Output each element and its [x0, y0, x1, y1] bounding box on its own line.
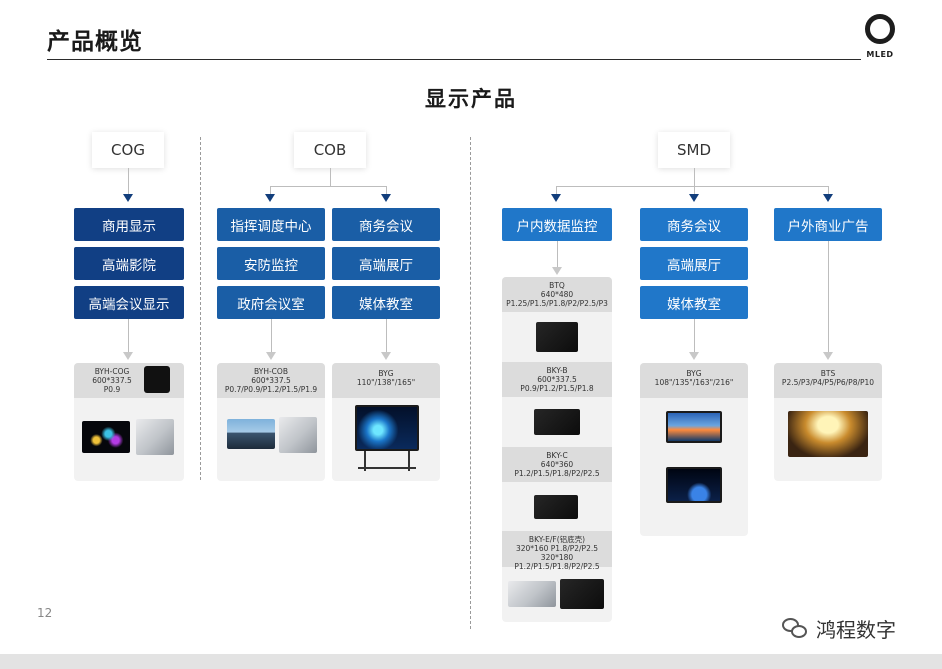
mled-logo-icon: MLED — [862, 14, 898, 62]
brand-name: 鸿程数字 — [816, 618, 896, 642]
product-image — [666, 467, 722, 503]
section-title: 显示产品 — [425, 87, 517, 111]
chip-icon — [144, 366, 170, 393]
arrow-down-icon — [381, 194, 391, 202]
connector — [694, 319, 695, 353]
connector — [694, 186, 695, 194]
product-image — [560, 579, 604, 609]
separator-cob-smd — [470, 137, 471, 629]
connector — [271, 319, 272, 353]
card-header-bky-b: BKY-B 600*337.5 P0.9/P1.2/P1.5/P1.8 — [502, 362, 612, 397]
connector — [694, 168, 695, 186]
connector — [828, 186, 829, 194]
arrow-down-icon — [381, 352, 391, 360]
product-image — [666, 411, 722, 443]
category-smd-col2-3: 媒体教室 — [640, 286, 748, 319]
connector — [128, 319, 129, 353]
arrow-down-icon — [551, 194, 561, 202]
category-cob-right-3: 媒体教室 — [332, 286, 440, 319]
category-cob-right-1: 商务会议 — [332, 208, 440, 241]
category-cob-right-2: 高端展厅 — [332, 247, 440, 280]
logo-text: MLED — [866, 50, 894, 59]
connector — [557, 241, 558, 267]
product-image — [279, 417, 317, 453]
connector — [330, 168, 331, 186]
arrow-down-icon — [265, 194, 275, 202]
card-header: BTS P2.5/P3/P4/P5/P6/P8/P10 — [774, 363, 882, 398]
product-image — [355, 405, 419, 451]
product-image — [136, 419, 174, 455]
group-label-smd: SMD — [658, 132, 730, 168]
arrow-down-icon — [552, 267, 562, 275]
product-card-byg-smd: BYG 108"/135"/163"/216" — [640, 363, 748, 536]
connector — [386, 319, 387, 353]
brand-badge: 鸿程数字 — [782, 614, 896, 643]
arrow-down-icon — [689, 194, 699, 202]
category-cob-left-2: 安防监控 — [217, 247, 325, 280]
product-image — [534, 409, 580, 435]
category-cog-3: 高端会议显示 — [74, 286, 184, 319]
bottom-bar — [0, 654, 942, 669]
card-header-bky-c: BKY-C 640*360 P1.2/P1.5/P1.8/P2/P2.5 — [502, 447, 612, 482]
product-image — [788, 411, 868, 457]
page-title: 产品概览 — [47, 29, 143, 55]
product-image — [227, 419, 275, 449]
product-image — [534, 495, 578, 519]
product-card-byh-cog: BYH-COG 600*337.5 P0.9 — [74, 363, 184, 481]
category-smd-col1: 户内数据监控 — [502, 208, 612, 241]
group-label-cog: COG — [92, 132, 164, 168]
connector — [270, 186, 386, 187]
card-header: BYG 110"/138"/165" — [332, 363, 440, 398]
page-number: 12 — [37, 606, 53, 620]
category-smd-col3: 户外商业广告 — [774, 208, 882, 241]
separator-cog-cob — [200, 137, 201, 480]
product-stand — [364, 451, 366, 471]
category-cog-2: 高端影院 — [74, 247, 184, 280]
product-card-byg-cob: BYG 110"/138"/165" — [332, 363, 440, 481]
arrow-down-icon — [689, 352, 699, 360]
product-card-byh-cob: BYH-COB 600*337.5 P0.7/P0.9/P1.2/P1.5/P1… — [217, 363, 325, 481]
category-cog-1: 商用显示 — [74, 208, 184, 241]
product-card-bts: BTS P2.5/P3/P4/P5/P6/P8/P10 — [774, 363, 882, 481]
group-label-cob: COB — [294, 132, 366, 168]
arrow-down-icon — [266, 352, 276, 360]
product-image — [536, 322, 578, 352]
connector — [128, 168, 129, 194]
card-header: BYG 108"/135"/163"/216" — [640, 363, 748, 398]
product-stand — [408, 451, 410, 471]
card-header-btq: BTQ 640*480 P1.25/P1.5/P1.8/P2/P2.5/P3 — [502, 277, 612, 312]
arrow-down-icon — [823, 352, 833, 360]
arrow-down-icon — [123, 194, 133, 202]
connector — [828, 241, 829, 353]
title-divider — [47, 59, 861, 60]
product-card-smd-indoor: BTQ 640*480 P1.25/P1.5/P1.8/P2/P2.5/P3 B… — [502, 277, 612, 622]
connector — [556, 186, 828, 187]
logo-ring — [865, 14, 895, 44]
card-header-bky-ef: BKY-E/F(铝底壳) 320*160 P1.8/P2/P2.5 320*18… — [502, 531, 612, 571]
connector — [556, 186, 557, 194]
category-cob-left-1: 指挥调度中心 — [217, 208, 325, 241]
product-stand — [358, 467, 416, 469]
wechat-icon — [782, 617, 808, 640]
product-image — [508, 581, 556, 607]
category-smd-col2-2: 高端展厅 — [640, 247, 748, 280]
product-image — [82, 421, 130, 453]
arrow-down-icon — [123, 352, 133, 360]
connector — [386, 186, 387, 194]
arrow-down-icon — [823, 194, 833, 202]
category-cob-left-3: 政府会议室 — [217, 286, 325, 319]
connector — [270, 186, 271, 194]
category-smd-col2-1: 商务会议 — [640, 208, 748, 241]
card-header: BYH-COB 600*337.5 P0.7/P0.9/P1.2/P1.5/P1… — [217, 363, 325, 398]
